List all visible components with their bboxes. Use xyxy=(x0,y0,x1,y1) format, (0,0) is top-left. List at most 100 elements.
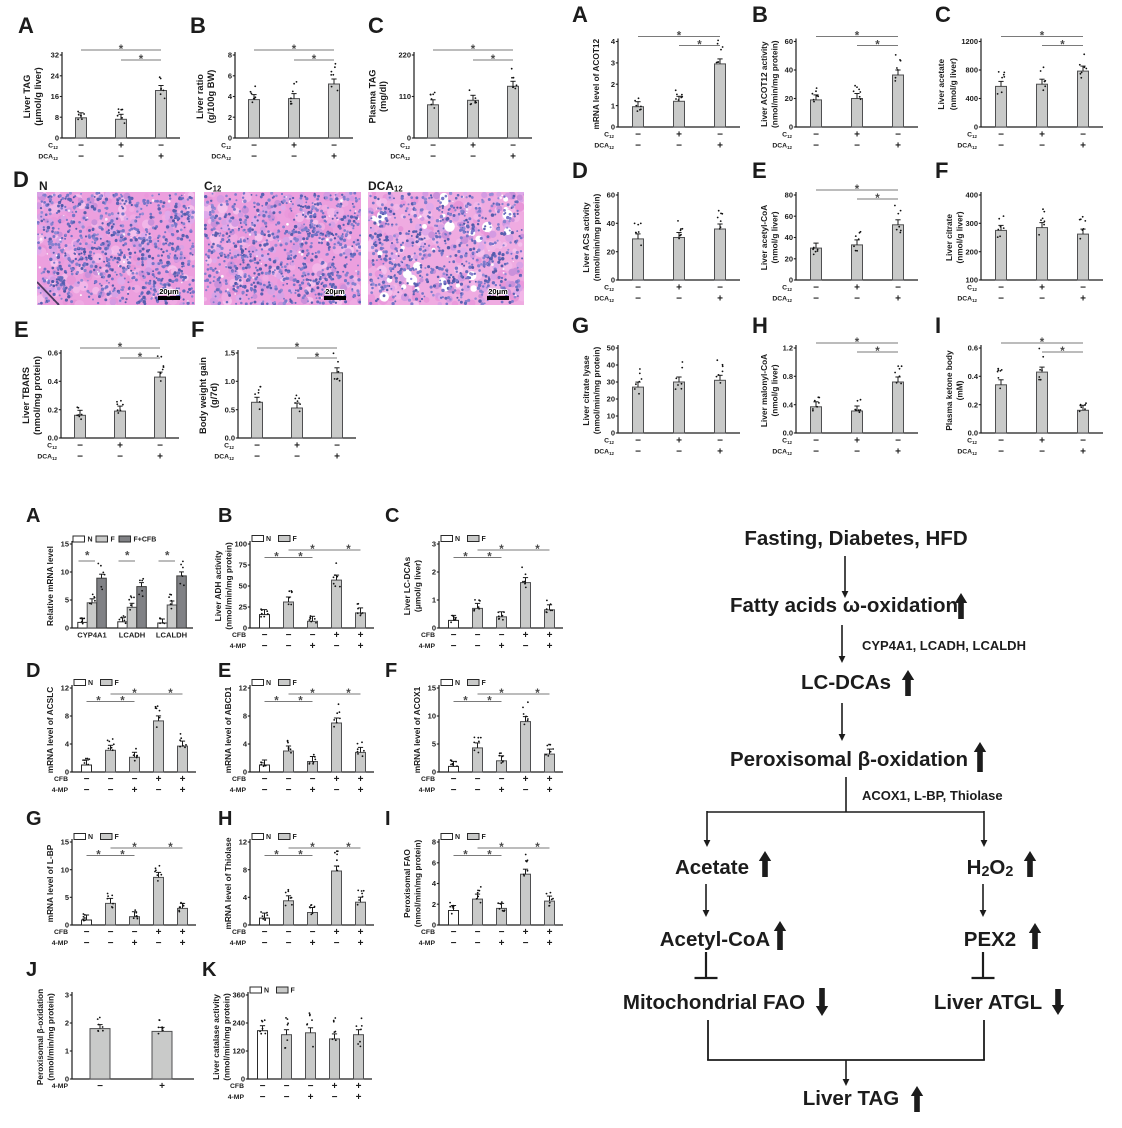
svg-text:−: − xyxy=(1080,282,1086,293)
svg-text:−: − xyxy=(998,140,1004,151)
svg-text:*: * xyxy=(1040,337,1045,349)
svg-text:60: 60 xyxy=(785,37,793,46)
svg-text:−: − xyxy=(635,293,641,304)
svg-text:*: * xyxy=(118,342,123,354)
svg-text:10: 10 xyxy=(61,865,69,874)
svg-text:*: * xyxy=(168,688,173,700)
svg-text:+: + xyxy=(334,451,340,462)
svg-text:F: F xyxy=(293,536,298,543)
svg-text:+: + xyxy=(523,630,529,641)
svg-text:+: + xyxy=(676,129,682,140)
svg-text:F: F xyxy=(482,536,487,543)
svg-text:*: * xyxy=(1060,346,1065,358)
svg-text:*: * xyxy=(298,696,303,708)
svg-text:800: 800 xyxy=(965,66,978,75)
svg-text:+: + xyxy=(1080,140,1086,151)
svg-text:F: F xyxy=(385,660,397,682)
svg-text:*: * xyxy=(310,544,315,556)
svg-text:*: * xyxy=(96,850,101,862)
svg-text:Liver ATGL: Liver ATGL xyxy=(934,991,1042,1014)
svg-text:0: 0 xyxy=(243,768,247,777)
svg-text:F: F xyxy=(115,680,120,687)
svg-text:10: 10 xyxy=(428,712,436,721)
svg-text:+: + xyxy=(132,785,138,796)
svg-text:F: F xyxy=(111,536,116,543)
svg-text:*: * xyxy=(139,54,144,66)
svg-text:60: 60 xyxy=(785,212,793,221)
svg-text:−: − xyxy=(291,151,297,162)
svg-text:*: * xyxy=(132,842,137,854)
svg-text:LC-DCAs: LC-DCAs xyxy=(801,671,891,694)
svg-text:+: + xyxy=(157,451,163,462)
svg-text:−: − xyxy=(475,630,481,641)
svg-text:C: C xyxy=(368,13,384,38)
svg-text:(nmol/g liver): (nmol/g liver) xyxy=(955,211,965,263)
svg-text:0: 0 xyxy=(407,134,411,143)
svg-text:Liver TAG: Liver TAG xyxy=(22,75,32,119)
svg-text:−: − xyxy=(475,785,481,796)
svg-text:−: − xyxy=(813,282,819,293)
svg-text:C12: C12 xyxy=(221,143,231,150)
svg-text:*: * xyxy=(120,696,125,708)
svg-text:−: − xyxy=(895,435,901,446)
svg-text:20: 20 xyxy=(785,254,793,263)
svg-text:100: 100 xyxy=(234,540,247,549)
svg-text:−: − xyxy=(499,630,505,641)
svg-text:−: − xyxy=(156,938,162,949)
svg-text:F: F xyxy=(482,680,487,687)
svg-text:6: 6 xyxy=(228,72,232,81)
svg-text:−: − xyxy=(1080,129,1086,140)
svg-text:*: * xyxy=(697,40,702,52)
svg-text:C12: C12 xyxy=(967,132,977,139)
svg-text:8: 8 xyxy=(243,865,247,874)
svg-text:80: 80 xyxy=(785,191,793,200)
svg-text:−: − xyxy=(84,785,90,796)
svg-text:Peroxisomal β-oxidation: Peroxisomal β-oxidation xyxy=(35,989,45,1085)
svg-text:+: + xyxy=(895,446,901,457)
svg-text:N: N xyxy=(455,680,460,687)
svg-text:0: 0 xyxy=(611,123,615,132)
svg-text:1.0: 1.0 xyxy=(225,377,235,386)
svg-text:4: 4 xyxy=(611,37,616,46)
svg-text:F+CFB: F+CFB xyxy=(134,536,157,543)
svg-text:6: 6 xyxy=(432,859,436,868)
svg-text:C12: C12 xyxy=(604,438,614,445)
svg-text:−: − xyxy=(813,140,819,151)
svg-text:+: + xyxy=(310,785,316,796)
svg-text:2: 2 xyxy=(228,113,232,122)
svg-text:8: 8 xyxy=(432,838,436,847)
svg-text:+: + xyxy=(156,774,162,785)
svg-text:−: − xyxy=(635,446,641,457)
svg-text:+: + xyxy=(547,927,553,938)
svg-text:−: − xyxy=(108,927,114,938)
svg-text:*: * xyxy=(312,54,317,66)
svg-text:*: * xyxy=(487,850,492,862)
svg-text:I: I xyxy=(935,313,941,338)
svg-text:*: * xyxy=(120,850,125,862)
svg-text:J: J xyxy=(26,959,37,981)
svg-text:(nmol/min/mg protein): (nmol/min/mg protein) xyxy=(413,839,423,927)
svg-text:(μmol/g liver): (μmol/g liver) xyxy=(413,560,423,612)
svg-text:0: 0 xyxy=(65,624,69,633)
svg-text:200: 200 xyxy=(965,247,978,256)
svg-text:0.0: 0.0 xyxy=(783,429,793,438)
svg-text:*: * xyxy=(346,688,351,700)
svg-text:4-MP: 4-MP xyxy=(52,1083,69,1090)
svg-text:N: N xyxy=(39,179,48,193)
svg-text:Liver ACS activity: Liver ACS activity xyxy=(581,202,591,273)
svg-text:−: − xyxy=(499,774,505,785)
svg-text:0.2: 0.2 xyxy=(48,405,58,414)
svg-text:−: − xyxy=(635,282,641,293)
svg-text:F: F xyxy=(482,834,487,841)
svg-text:+: + xyxy=(310,938,316,949)
svg-text:+: + xyxy=(308,1092,314,1103)
svg-text:+: + xyxy=(180,774,186,785)
svg-text:(nmol/min/mg protein): (nmol/min/mg protein) xyxy=(224,542,234,630)
svg-text:300: 300 xyxy=(965,219,978,228)
svg-text:(nmol/g liver): (nmol/g liver) xyxy=(770,364,780,416)
svg-text:0.4: 0.4 xyxy=(48,377,59,386)
svg-text:−: − xyxy=(895,129,901,140)
svg-text:Relative mRNA level: Relative mRNA level xyxy=(45,546,55,626)
svg-text:+: + xyxy=(358,641,364,652)
svg-text:*: * xyxy=(855,184,860,196)
